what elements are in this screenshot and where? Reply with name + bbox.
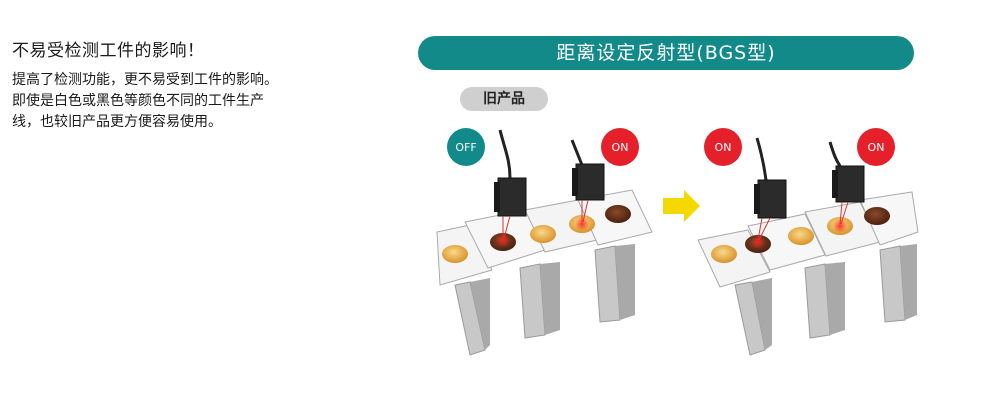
arrow-right-icon — [663, 190, 700, 222]
old-conveyor — [436, 129, 653, 356]
state-badge-on: ON — [857, 128, 895, 166]
state-text: ON — [612, 141, 629, 154]
description-line: 即使是白色或黑色等颜色不同的工件生产 — [12, 93, 264, 109]
state-badge-off: OFF — [447, 128, 485, 166]
description-line: 提高了检测功能，更不易受到工件的影响。 — [12, 72, 278, 88]
state-text: ON — [715, 141, 732, 154]
description-text: 提高了检测功能，更不易受到工件的影响。 即使是白色或黑色等颜色不同的工件生产 线… — [12, 70, 352, 133]
description-line: 线，也较旧产品更方便容易使用。 — [12, 114, 222, 130]
state-badge-on: ON — [704, 128, 742, 166]
new-conveyor — [697, 137, 919, 356]
old-product-label: 旧产品 — [460, 87, 548, 111]
state-badge-on: ON — [601, 128, 639, 166]
section-heading: 不易受检测工件的影响！ — [12, 41, 205, 61]
state-text: OFF — [455, 141, 476, 154]
banner-title: 距离设定反射型(BGS型) — [418, 36, 914, 70]
state-text: ON — [868, 141, 885, 154]
